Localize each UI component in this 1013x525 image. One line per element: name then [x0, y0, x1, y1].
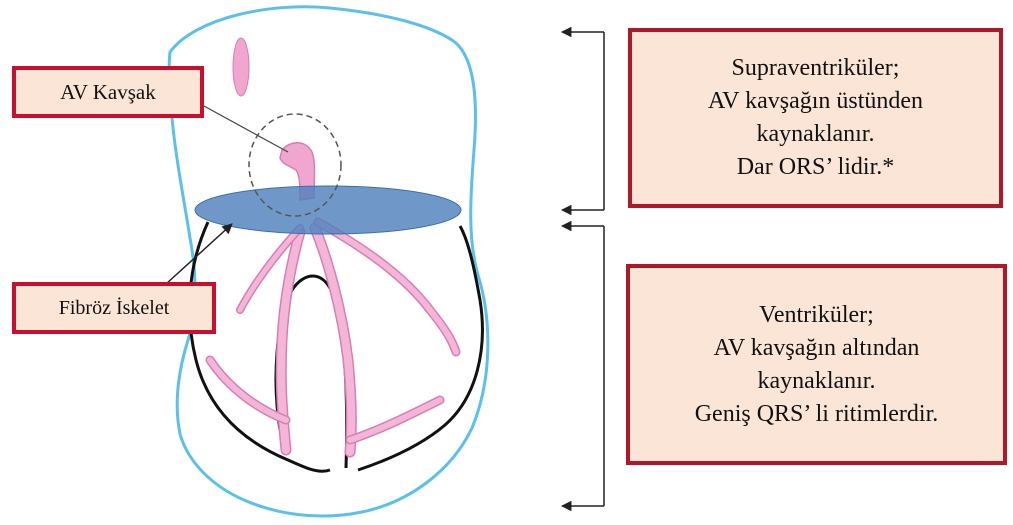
fibrous-skeleton-plane [195, 186, 461, 234]
sinus-node [233, 38, 249, 96]
av-junction-label: AV Kavşak [12, 66, 204, 118]
ventricular-bracket [562, 226, 604, 506]
ventricular-line-2: AV kavşağın altından [714, 332, 920, 365]
supraventricular-bracket [562, 32, 604, 210]
supraventricular-line-1: Supraventriküler; [732, 52, 900, 85]
ventricular-info-box: Ventriküler; AV kavşağın altından kaynak… [626, 264, 1007, 465]
supraventricular-line-3: kaynaklanır. [757, 118, 875, 151]
ventricular-line-3: kaynaklanır. [758, 365, 876, 398]
av-junction-label-text: AV Kavşak [60, 80, 155, 105]
ventricular-line-4: Geniş QRS’ li ritimlerdir. [695, 398, 939, 431]
fibrous-skeleton-label-text: Fibröz İskelet [59, 297, 170, 320]
supraventricular-line-2: AV kavşağın üstünden [708, 85, 923, 118]
supraventricular-line-4: Dar ORS’ lidir.* [737, 151, 895, 184]
supraventricular-info-box: Supraventriküler; AV kavşağın üstünden k… [628, 28, 1003, 208]
fibrous-skeleton-label: Fibröz İskelet [12, 282, 216, 334]
ventricular-line-1: Ventriküler; [759, 299, 874, 332]
